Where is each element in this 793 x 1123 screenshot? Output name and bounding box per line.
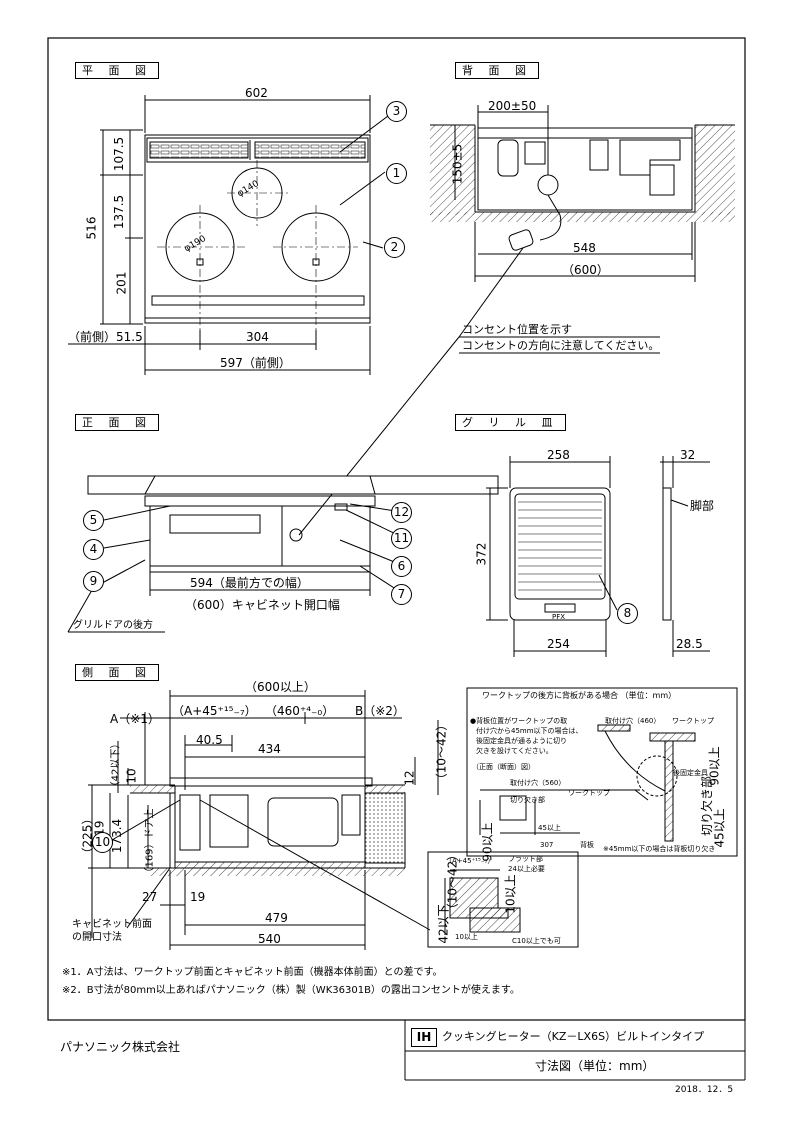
dim-173-4: 173.4 <box>110 818 125 854</box>
dim-40-5: 40.5 <box>196 733 223 747</box>
back-board: 背板 <box>580 841 594 849</box>
dim-372: 372 <box>474 542 489 566</box>
dim-a: A（※1） <box>110 712 160 726</box>
dim-602: 602 <box>245 86 268 100</box>
plan-view-label: 平 面 図 <box>75 62 159 79</box>
note-1: ※1．A寸法は、ワークトップ前面とキャビネット前面（機器本体前面）との差です。 <box>62 967 443 978</box>
detail-42-below: 42以下 <box>436 904 451 944</box>
dim-460: （460⁺⁴₋₀） <box>265 704 335 718</box>
dim-516: 516 <box>84 216 99 240</box>
part-5: 5 <box>83 510 104 531</box>
dim-600-rear: （600） <box>562 263 609 277</box>
part-6: 6 <box>391 556 412 577</box>
hole-560: 取付け穴（560） <box>510 779 566 787</box>
dim-200: 200±50 <box>488 99 537 113</box>
dim-10-42: （10～42） <box>434 718 449 786</box>
ih-badge: IH <box>411 1028 437 1047</box>
detail-flat: フラット部 <box>508 855 543 863</box>
cabinet-front-1: キャビネット前面 <box>72 919 152 930</box>
worktop-box-title: ワークトップの後方に背板がある場合 （単位：mm） <box>482 691 677 700</box>
grill-pan-label: グ リ ル 皿 <box>455 414 566 431</box>
part-1: 1 <box>386 163 407 184</box>
rear-view-label: 背 面 図 <box>455 62 539 79</box>
worktop-note-1: ●背板位置がワークトップの取 <box>470 717 568 725</box>
part-9: 9 <box>83 571 104 592</box>
dim-90-up: 90以上 <box>480 822 495 862</box>
part-4: 4 <box>83 539 104 560</box>
detail-a45: （A+45⁺¹⁵₋₇） <box>445 857 495 865</box>
front-view-label: 正 面 図 <box>75 414 159 431</box>
dim-597: 597（前側） <box>220 356 291 370</box>
dim-b: B（※2） <box>355 704 405 718</box>
outlet-note-2: コンセントの方向に注意してください。 <box>462 339 660 352</box>
dim-600-cabinet: （600）キャビネット開口幅 <box>185 598 340 612</box>
worktop-note-2: 付け穴から45mm以下の場合は、 <box>476 727 583 735</box>
dim-front-51-5: （前側）51.5 <box>68 330 143 344</box>
side-view-label: 側 面 図 <box>75 664 159 681</box>
dim-540: 540 <box>258 932 281 946</box>
worktop-section: （正面（断面）図） <box>472 763 535 771</box>
fixture-label: 後固定金具 <box>673 769 708 777</box>
outlet-note-1: コンセント位置を示す <box>462 323 572 336</box>
cut-label: 切り欠き部 <box>510 796 545 804</box>
part-11: 11 <box>391 528 412 549</box>
company-name: パナソニック株式会社 <box>60 1040 181 1054</box>
dim-169: （169）ドア上 <box>144 808 156 878</box>
dim-258: 258 <box>547 448 570 462</box>
worktop-note-4: 欠きを設けてください。 <box>476 747 553 755</box>
dim-600-up: （600以上） <box>245 680 316 694</box>
grill-maker: PFX <box>552 613 566 621</box>
part-3: 3 <box>386 101 407 122</box>
dim-434: 434 <box>258 742 281 756</box>
dim-479: 479 <box>265 911 288 925</box>
worktop-label-2: ワークトップ <box>672 717 714 725</box>
dim-594: 594（最前方での幅） <box>190 576 309 590</box>
dim-19: 19 <box>190 890 206 904</box>
dim-548: 548 <box>573 241 596 255</box>
dim-107-5: 107.5 <box>112 136 127 172</box>
dim-a45: （A+45⁺¹⁵₋₇） <box>172 704 257 718</box>
dim-150: 150±5 <box>450 143 465 185</box>
dim-27: 27 <box>142 890 158 904</box>
part-2: 2 <box>384 237 405 258</box>
drawing-date: 2018．12．5 <box>675 1085 734 1095</box>
detail-10-up: 10以上 <box>503 874 518 914</box>
dim-42-below: （42以下） <box>110 738 122 792</box>
dim-28-5: 28.5 <box>676 637 703 651</box>
part-12: 12 <box>391 502 412 523</box>
part-8: 8 <box>617 603 638 624</box>
dim-45-up: 45以上 <box>538 824 561 832</box>
part-7: 7 <box>391 584 412 605</box>
cabinet-front-2: の開口寸法 <box>72 932 122 943</box>
dim-304: 304 <box>246 330 269 344</box>
worktop-label: ワークトップ <box>568 789 610 797</box>
detail-flat-2: 24以上必要 <box>508 865 545 873</box>
dim-10: 10 <box>124 768 139 784</box>
part-10: 10 <box>92 832 113 853</box>
cut-label-2: 切り欠き部 <box>700 775 715 837</box>
dim-137-5: 137.5 <box>112 194 127 230</box>
hole-460: 取付け穴（460） <box>605 717 661 725</box>
detail-10-up-b: 10以上 <box>455 933 478 941</box>
dim-254: 254 <box>547 637 570 651</box>
worktop-note-3: 後固定金具が通るように切り <box>476 737 567 745</box>
dim-45-up-b: 45以上 <box>712 808 727 848</box>
note-2: ※2．B寸法が80mm以上あればパナソニック（株）製（WK36301B）の露出コ… <box>62 985 520 996</box>
dim-307: 307 <box>540 841 554 849</box>
worktop-footnote: ※45mm以下の場合は背板切り欠き <box>603 845 716 853</box>
dim-201: 201 <box>114 271 129 295</box>
product-title: クッキングヒーター（KZ－LX6S）ビルトインタイプ <box>442 1030 705 1043</box>
dim-32: 32 <box>680 448 696 462</box>
grill-foot-label: 脚部 <box>690 499 715 513</box>
detail-c10: C10以上でも可 <box>512 937 561 945</box>
drawing-type: 寸法図（単位：mm） <box>535 1059 655 1073</box>
grill-door-rear: グリルドアの後方 <box>73 620 153 631</box>
dim-12: 12 <box>402 770 417 786</box>
